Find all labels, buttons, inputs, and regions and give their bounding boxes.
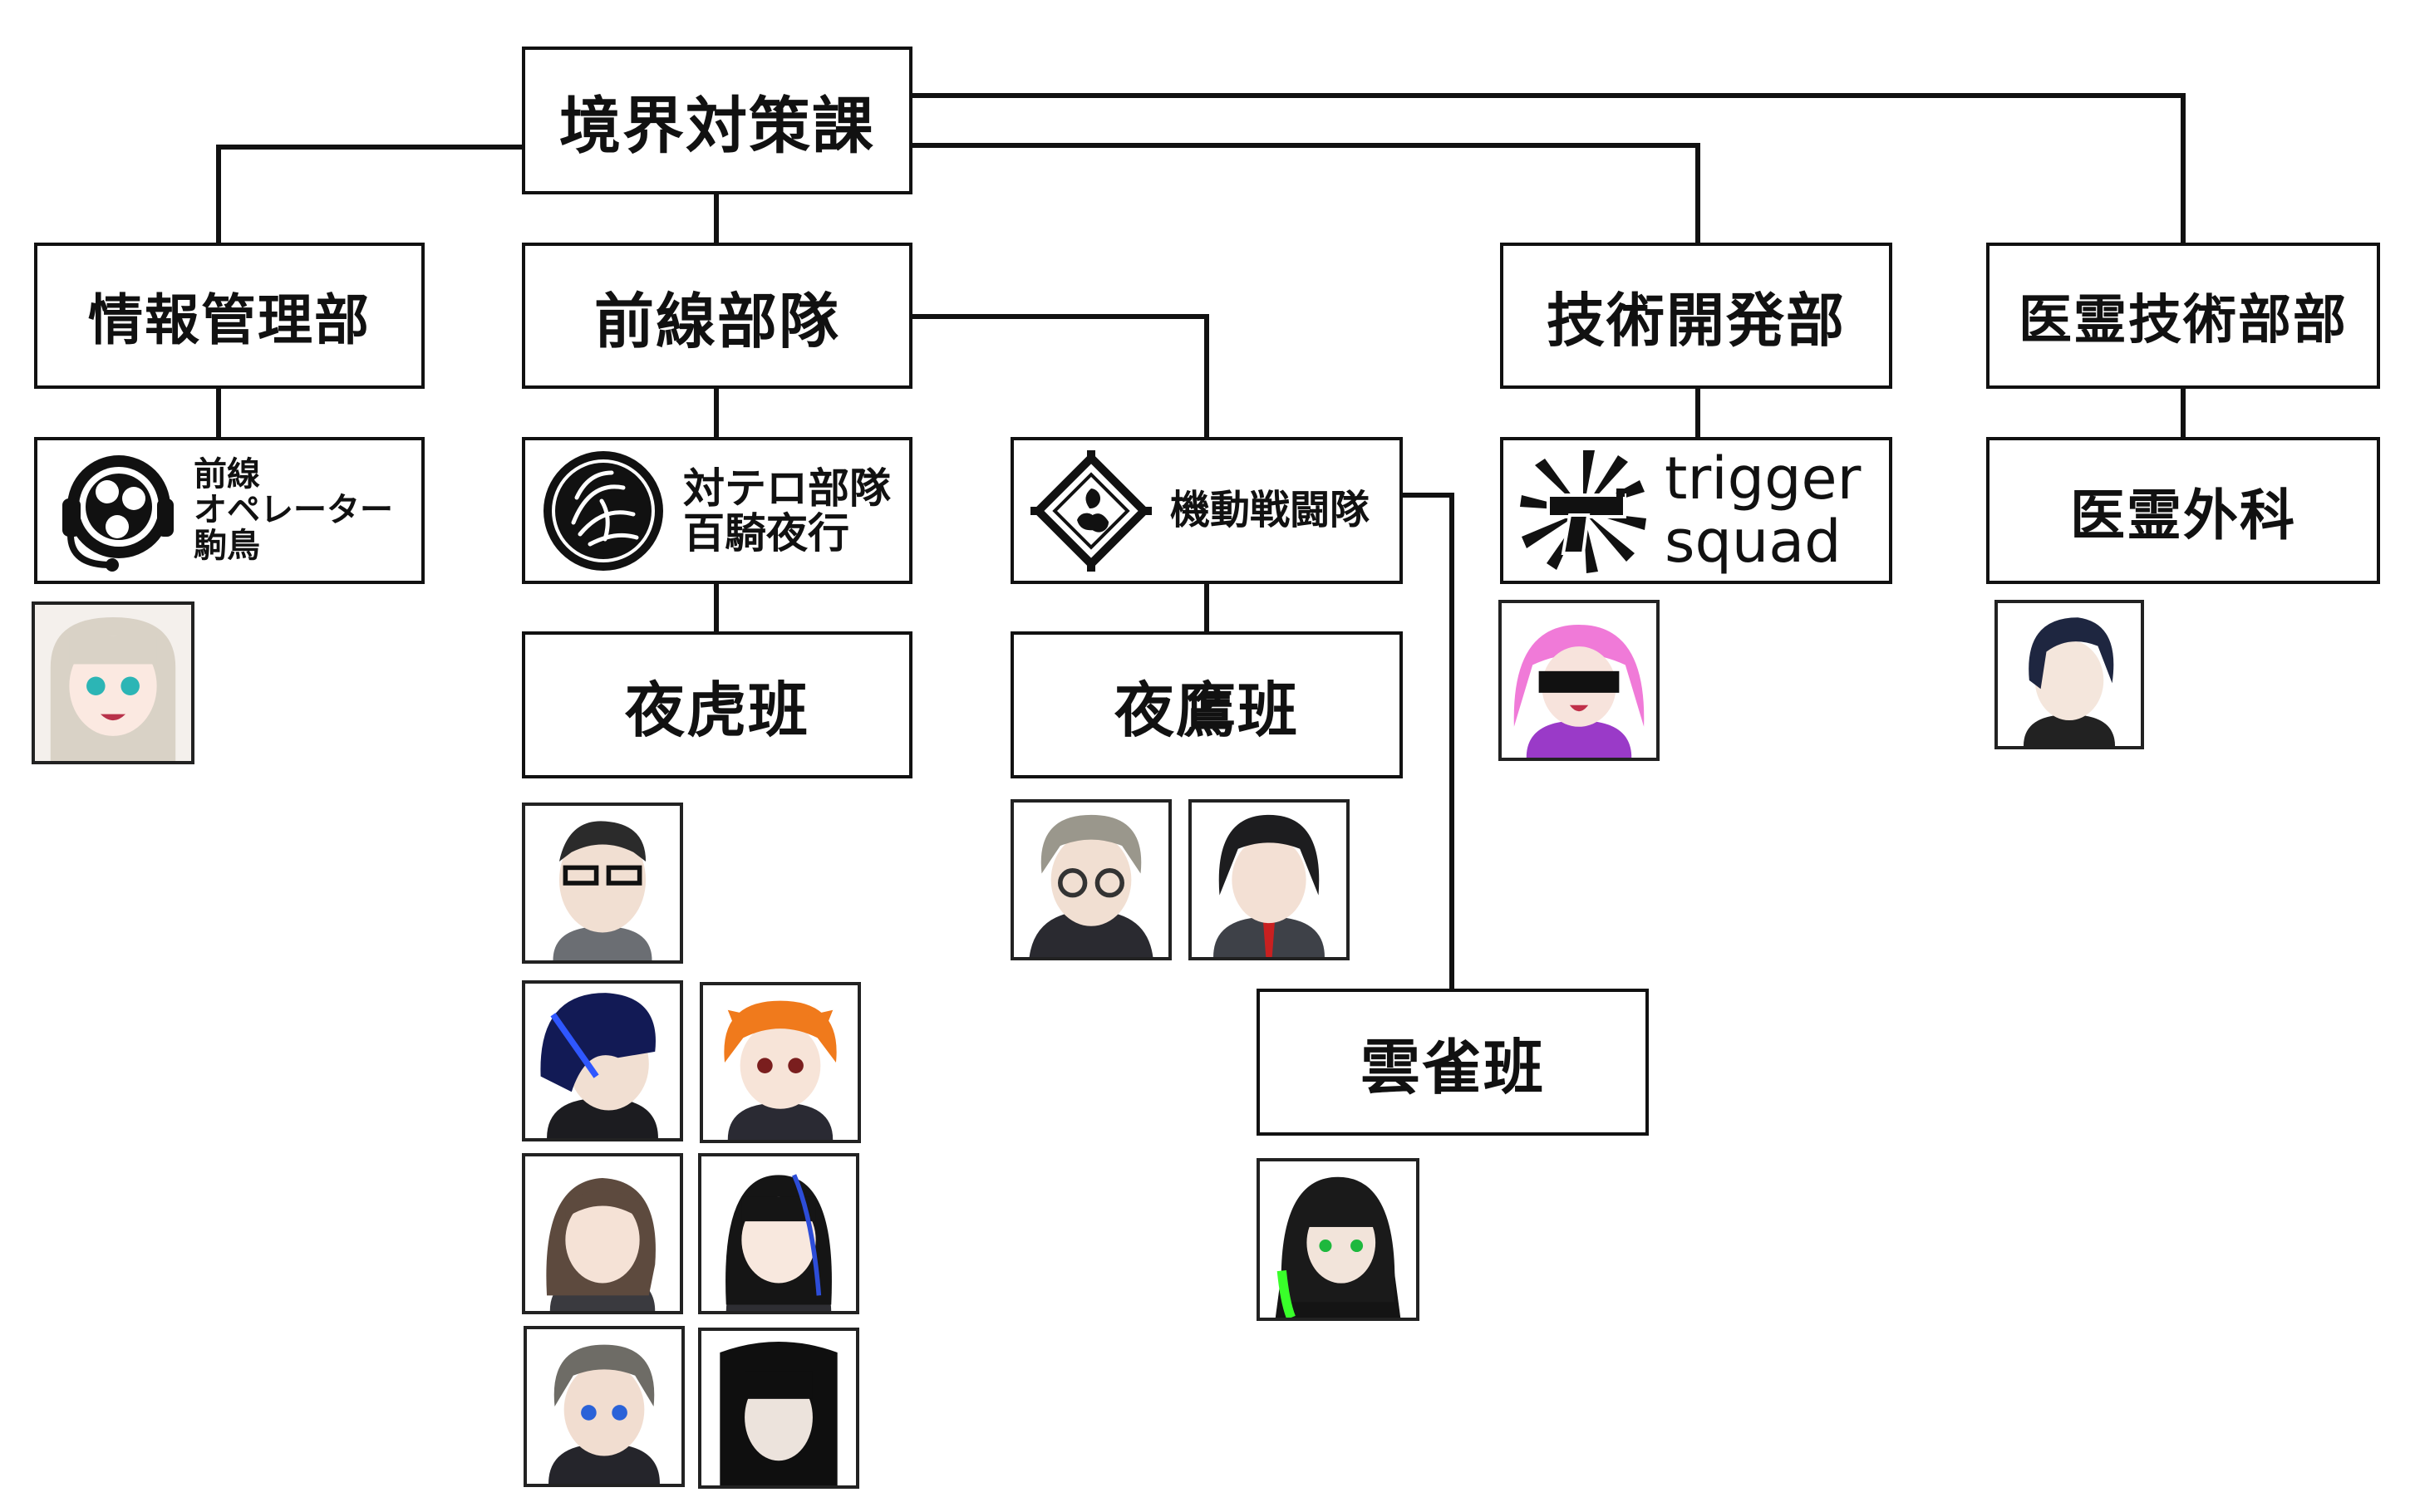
connector-root-tech — [912, 143, 1700, 243]
avatar-yako-5-portrait — [698, 1153, 859, 1314]
avatar-yoyo-1-portrait — [1011, 799, 1172, 960]
dept-medical-box: 医霊技術部部 — [1986, 243, 2380, 389]
unit-antiterror-line-2: 百騎夜行 — [683, 508, 849, 557]
squad-yako-box: 夜虎班 — [522, 631, 912, 778]
unit-operator-line-1: 前線 — [194, 454, 260, 493]
connector-root-medical — [912, 93, 2186, 243]
squad-hibari-label: 雲雀班 — [1360, 1033, 1545, 1102]
avatar-yako-4-portrait — [522, 1153, 683, 1314]
connector-mobile-hibari — [1403, 493, 1454, 989]
dept-front-label: 前線部隊 — [593, 286, 840, 356]
avatar-yako-6-portrait — [524, 1326, 685, 1487]
unit-antiterror-line-1: 対テロ部隊 — [683, 464, 891, 513]
unit-mobile-box: 機動戦闘隊 — [1011, 437, 1403, 584]
squad-hibari-box: 雲雀班 — [1257, 989, 1649, 1136]
avatar-yako-7-portrait — [698, 1328, 859, 1489]
unit-trigger-box: trigger squad — [1500, 437, 1892, 584]
avatar-surgery-portrait — [1994, 600, 2144, 749]
crest-emblem-icon — [543, 450, 663, 571]
connector-front-mobile — [912, 314, 1209, 437]
unit-trigger-text: trigger squad — [1665, 444, 1862, 576]
avatar-operator-portrait — [32, 601, 194, 764]
avatar-yako-1-portrait — [522, 803, 683, 964]
avatar-yako-2-portrait — [522, 980, 683, 1141]
dept-front-box: 前線部隊 — [522, 243, 912, 389]
avatar-yoyo-2-portrait — [1188, 799, 1350, 960]
dept-tech-label: 技術開発部 — [1547, 286, 1846, 355]
unit-mobile-text: 機動戦闘隊 — [1170, 486, 1370, 533]
unit-surgery-box: 医霊外科 — [1986, 437, 2380, 584]
avatar-trigger-portrait — [1498, 600, 1660, 761]
dept-medical-label: 医霊技術部部 — [2019, 290, 2348, 351]
diamond-tomoe-emblem-icon — [1030, 449, 1152, 572]
unit-surgery-label: 医霊外科 — [2070, 483, 2296, 547]
connector-root-info — [216, 145, 522, 243]
unit-mobile-label: 機動戦闘隊 — [1170, 486, 1370, 533]
squad-yoyo-label: 夜鷹班 — [1114, 675, 1299, 745]
root-box: 境界対策課 — [522, 47, 912, 194]
unit-operator-text: 前線 オペレーター 駒鳥 — [194, 454, 393, 566]
root-label: 境界対策課 — [559, 90, 875, 162]
headset-mitsudomoe-emblem-icon — [62, 454, 174, 572]
unit-trigger-line-2: squad — [1665, 507, 1842, 576]
dept-info-box: 情報管理部 — [34, 243, 425, 389]
avatar-yako-3-portrait — [700, 982, 861, 1143]
sunburst-pistol-emblem-icon — [1520, 449, 1646, 573]
unit-antiterror-text: 対テロ部隊 百騎夜行 — [683, 466, 891, 556]
unit-antiterror-box: 対テロ部隊 百騎夜行 — [522, 437, 912, 584]
unit-operator-line-2: オペレーター — [194, 490, 393, 529]
avatar-hibari-portrait — [1257, 1158, 1419, 1321]
dept-info-label: 情報管理部 — [88, 288, 371, 352]
squad-yoyo-box: 夜鷹班 — [1011, 631, 1403, 778]
unit-operator-line-3: 駒鳥 — [194, 527, 260, 566]
squad-yako-label: 夜虎班 — [624, 675, 809, 745]
unit-operator-box: 前線 オペレーター 駒鳥 — [34, 437, 425, 584]
unit-trigger-line-1: trigger — [1665, 444, 1862, 513]
dept-tech-box: 技術開発部 — [1500, 243, 1892, 389]
